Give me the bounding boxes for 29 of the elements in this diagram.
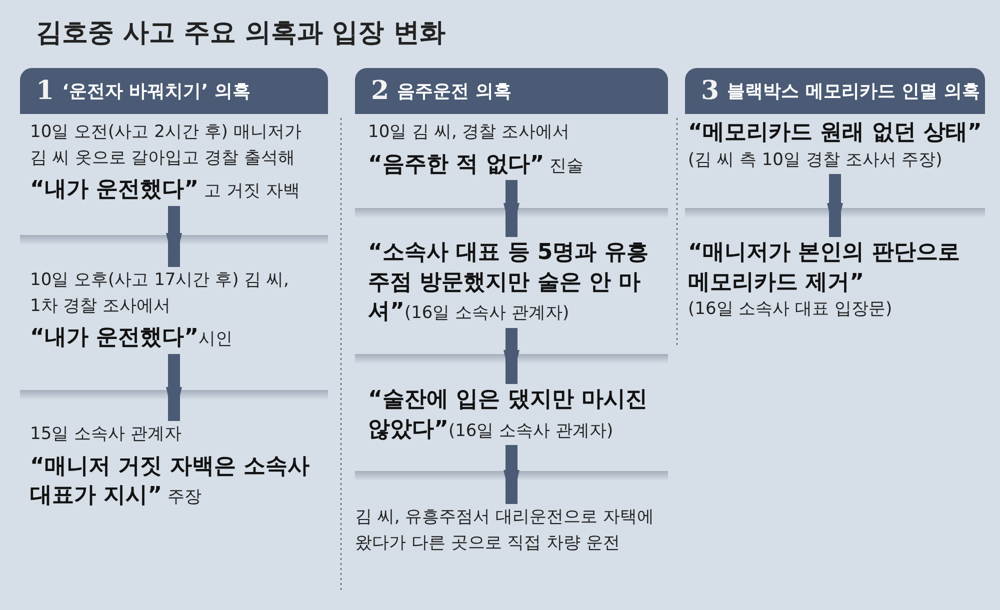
section-header [355,68,668,114]
statement-text: “내가 운전했다”시인 [30,324,234,352]
statement-text: “음주한 적 없다” 진술 [368,150,585,178]
down-arrow [504,328,520,384]
statement-text: “매니저가 본인의 판단으로 메모리카드 제거” (16일 소속사 대표 입장문) [688,239,961,322]
section-number: 3 [701,74,720,108]
statement-text: 10일 김 씨, 경찰 조사에서 [368,121,571,144]
down-arrow [166,354,182,421]
statement-text: “매니저 거짓 자백은 소속사 대표가 지시” 주장 [30,452,310,510]
down-arrow [166,206,182,267]
statement-text: “내가 운전했다” 고 거짓 자백 [30,176,301,204]
statement-text: 15일 소속사 관계자 [30,423,182,446]
down-arrow [504,180,520,237]
down-arrow [504,445,520,504]
title: 김호중 사고 주요 의혹과 입장 변화 [36,17,446,50]
statement-text: 10일 오전(사고 2시간 후) 매니저가 김 씨 옷으로 갈아입고 경찰 출석해 [30,121,302,170]
statement-text: 10일 오후(사고 17시간 후) 김 씨, 1차 경찰 조사에서 [30,269,290,318]
section-header [20,68,328,114]
section-title: 블랙박스 메모리카드 인멸 의혹 [727,80,980,104]
statement-text: “소속사 대표 등 5명과 유흥주점 방문했지만 술은 안 마셔”(16일 소속사 관계자) [368,239,650,326]
section-number: 1 [36,74,54,108]
section-title: ‘운전자 바꿔치기’ 의혹 [62,80,250,104]
down-arrow [827,174,843,237]
statement-text: “메모리카드 원래 없던 상태” (김 씨 측 10일 경찰 조사서 주장) [688,119,983,172]
statement-text: 김 씨, 유흥주점서 대리운전으로 자택에 왔다가 다른 곳으로 직접 차량 운전 [355,506,655,554]
statement-text: “술잔에 입은 댔지만 마시진 않았다”(16일 소속사 관계자) [368,386,648,444]
section-title: 음주운전 의혹 [397,80,512,104]
section-header [685,68,985,114]
section-number: 2 [371,74,390,108]
